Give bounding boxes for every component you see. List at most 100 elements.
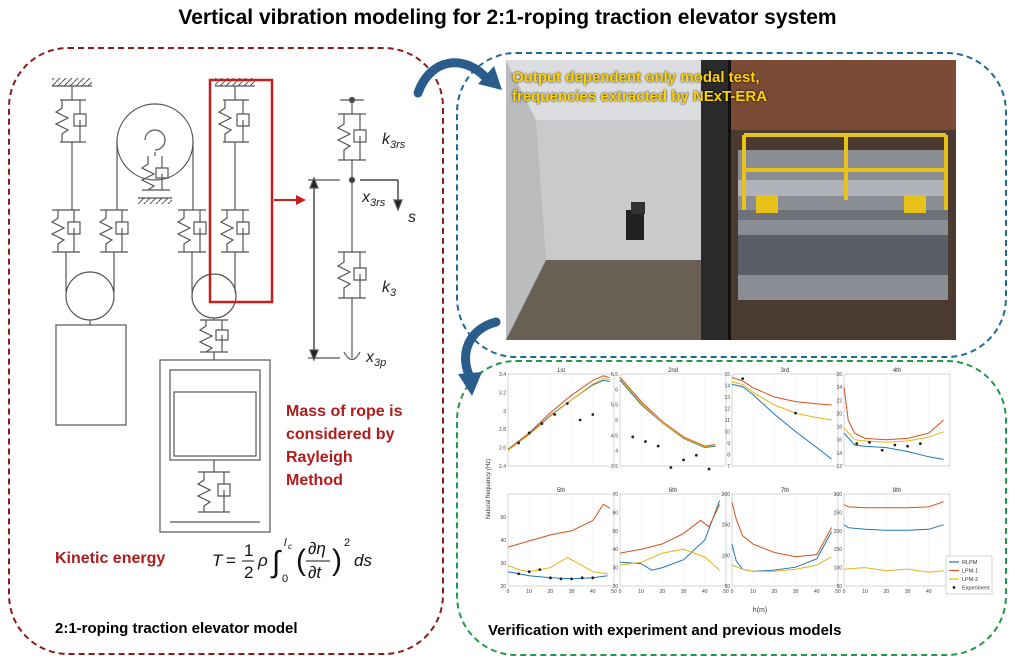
experiment-point (517, 572, 520, 576)
series-line-rlpm (731, 383, 832, 460)
y-tick-label: 50 (500, 515, 506, 521)
experiment-point (669, 466, 673, 469)
experiment-point (855, 442, 859, 446)
y-tick-label: 14 (724, 384, 730, 390)
experiment-point (893, 443, 897, 447)
y-tick-label: 18 (836, 425, 842, 431)
y-tick-label: 2.4 (499, 464, 506, 470)
subplot-frame (843, 493, 951, 587)
legend-label: Experiment (962, 586, 990, 592)
x-tick-label: 20 (660, 589, 666, 595)
subplot-frame (507, 373, 615, 467)
x-tick-label: 10 (638, 589, 644, 595)
y-tick-label: 3 (503, 409, 506, 415)
subplot-8th: 8th3002502001501005001020304050 (834, 488, 953, 595)
y-tick-label: 13 (724, 395, 730, 401)
note-line: considered by (286, 426, 395, 443)
x-tick-label: 10 (862, 589, 868, 595)
y-tick-label: 200 (722, 492, 731, 498)
legend-label: LPM-1 (962, 569, 978, 575)
experiment-point (538, 568, 542, 572)
y-tick-label: 26 (836, 372, 842, 378)
svg-text:T: T (212, 551, 224, 570)
experiment-point (553, 413, 557, 416)
y-tick-label: 300 (834, 492, 843, 498)
series-line-lpm-1 (507, 503, 611, 548)
series-line-lpm-1 (843, 387, 944, 441)
legend-label: LPM-2 (962, 577, 978, 583)
modal-test-panel (456, 52, 1007, 358)
svg-text:∂t: ∂t (308, 563, 322, 582)
svg-text:c: c (288, 542, 292, 551)
y-tick-label: 50 (836, 584, 842, 590)
experiment-point (570, 577, 573, 581)
subplot-title: 3rd (781, 368, 790, 374)
x-tick-label: 50 (723, 589, 729, 595)
note-line: Rayleigh (286, 449, 353, 466)
series-line-lpm-2 (619, 548, 720, 571)
rayleigh-note: Mass of rope is considered by Rayleigh M… (286, 400, 436, 492)
subplot-title: 2nd (668, 368, 678, 374)
experiment-point (565, 402, 569, 405)
note-line: Method (286, 472, 343, 489)
experiment-point (918, 442, 922, 446)
y-tick-label: 11 (725, 418, 730, 424)
experiment-point (517, 441, 520, 445)
note-line: Mass of rope is (286, 403, 403, 420)
x3rs-label: x3rs (361, 189, 386, 209)
subplot-frame (619, 493, 727, 587)
modal-test-note: Output dependent only modal test, freque… (512, 68, 767, 106)
svg-text:1: 1 (244, 541, 253, 560)
subplot-title: 5th (557, 488, 565, 494)
elevator-schematic-diagram (50, 78, 306, 533)
series-line-rlpm (843, 432, 944, 460)
x-tick-label: 50 (611, 589, 617, 595)
verification-panel (456, 360, 1007, 656)
series-line-lpm-2 (731, 556, 832, 572)
experiment-point (580, 576, 584, 580)
series-line-lpm-1 (731, 502, 833, 558)
kinetic-energy-label: Kinetic energy (55, 550, 166, 567)
experiment-point (631, 435, 635, 439)
x-tick-label: 0 (619, 589, 622, 595)
y-tick-label: 50 (724, 584, 730, 590)
subplot-title: 1st (557, 368, 565, 374)
rope-segment-diagram: k3rs x3rs s lc k3 x3p (308, 96, 416, 369)
svg-text:=: = (226, 551, 236, 570)
svg-text:∂η: ∂η (308, 539, 326, 558)
verification-caption: Verification with experiment and previou… (488, 622, 842, 639)
y-tick-label: 30 (500, 561, 506, 567)
series-line-lpm-2 (507, 378, 610, 451)
subplot-frame (619, 373, 727, 467)
x-tick-label: 30 (681, 589, 687, 595)
experiment-point (644, 440, 647, 443)
experiment-point (682, 458, 685, 462)
series-line-lpm-2 (843, 427, 944, 443)
y-axis-label: Natural frequency (Hz) (486, 459, 492, 519)
y-tick-label: 2.8 (499, 427, 506, 433)
y-tick-label: 2.6 (499, 446, 506, 452)
x-tick-label: 0 (843, 589, 846, 595)
elevator-model-panel (8, 47, 444, 655)
kinetic-energy-equation: T = 1 2 ρ ∫ l c 0 ( ∂η ∂t ) 2 ds (212, 537, 372, 585)
x-tick-label: 20 (772, 589, 778, 595)
x-tick-label: 10 (750, 589, 756, 595)
y-tick-label: 30 (612, 566, 618, 572)
x-tick-label: 50 (835, 589, 841, 595)
note-line: frequencies extracted by NExT-ERA (512, 88, 768, 105)
y-tick-label: 10 (724, 430, 730, 436)
y-tick-label: 150 (834, 547, 843, 553)
series-line-lpm-2 (507, 556, 608, 575)
s-label: s (408, 209, 416, 226)
y-tick-label: 40 (612, 547, 618, 553)
svg-text:ds: ds (354, 551, 372, 570)
y-tick-label: 14 (836, 451, 842, 457)
y-tick-label: 4.5 (611, 433, 618, 439)
y-tick-label: 4 (615, 449, 618, 455)
y-tick-label: 70 (612, 492, 618, 498)
